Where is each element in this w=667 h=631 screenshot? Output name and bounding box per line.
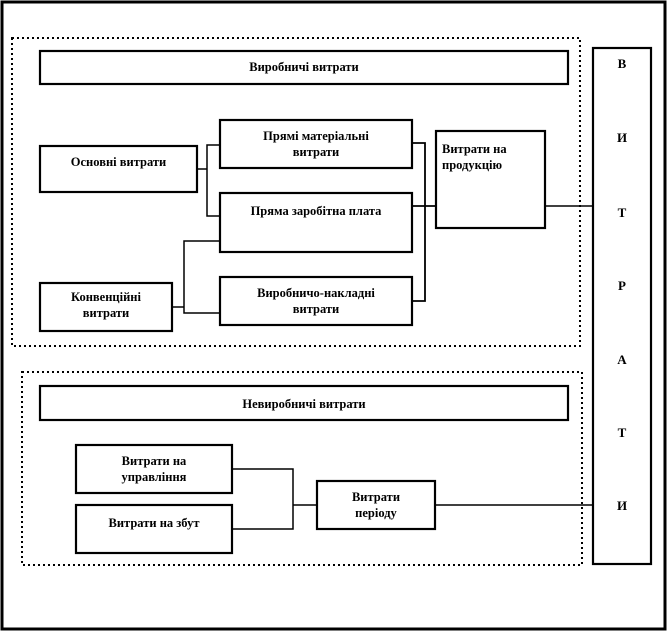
- basic-costs-label: Основні витрати: [70, 155, 167, 169]
- direct-labor-label: Пряма заробітна плата: [250, 204, 382, 218]
- nonproduction-costs-title-box: [38, 384, 570, 422]
- nonproduction-group-border: [21, 371, 583, 566]
- overhead-label: Виробничо-накладні витрати: [257, 286, 375, 316]
- conversion-costs-connector: [172, 240, 220, 314]
- total-letter: И: [616, 498, 628, 513]
- total-letter: В: [617, 56, 627, 71]
- conversion-costs-label: Конвенційні витрати: [71, 290, 141, 320]
- production-costs-title: Виробничі витрати: [249, 60, 359, 74]
- production-group-border: [11, 37, 581, 347]
- product-costs-box: [434, 129, 547, 230]
- nonproduction-costs-title: Невиробничі витрати: [242, 397, 366, 411]
- production-costs-title-box: [38, 49, 570, 86]
- total-letter: Т: [617, 425, 627, 440]
- admin-costs-box: [74, 443, 234, 495]
- overhead-box: [218, 275, 414, 327]
- total-letter: Т: [617, 205, 627, 220]
- period-costs-bracket: [232, 468, 317, 530]
- admin-costs-label: Витрати на управління: [121, 454, 187, 484]
- period-costs-label: Витрати періоду: [351, 490, 401, 520]
- direct-materials-box: [218, 118, 414, 170]
- total-costs-box: [591, 46, 653, 566]
- selling-costs-label: Витрати на збут: [108, 516, 200, 530]
- selling-costs-box: [74, 503, 234, 555]
- total-letter: А: [617, 352, 627, 367]
- basic-costs-connector: [197, 144, 220, 217]
- total-letter: И: [616, 130, 628, 145]
- conversion-costs-box: [38, 281, 174, 333]
- direct-labor-box: [218, 191, 414, 254]
- direct-materials-label: Прямі матеріальні витрати: [263, 129, 369, 159]
- product-costs-label: Витрати на продукцію: [442, 142, 507, 172]
- total-letter: Р: [618, 278, 626, 293]
- product-costs-bracket: [412, 142, 436, 302]
